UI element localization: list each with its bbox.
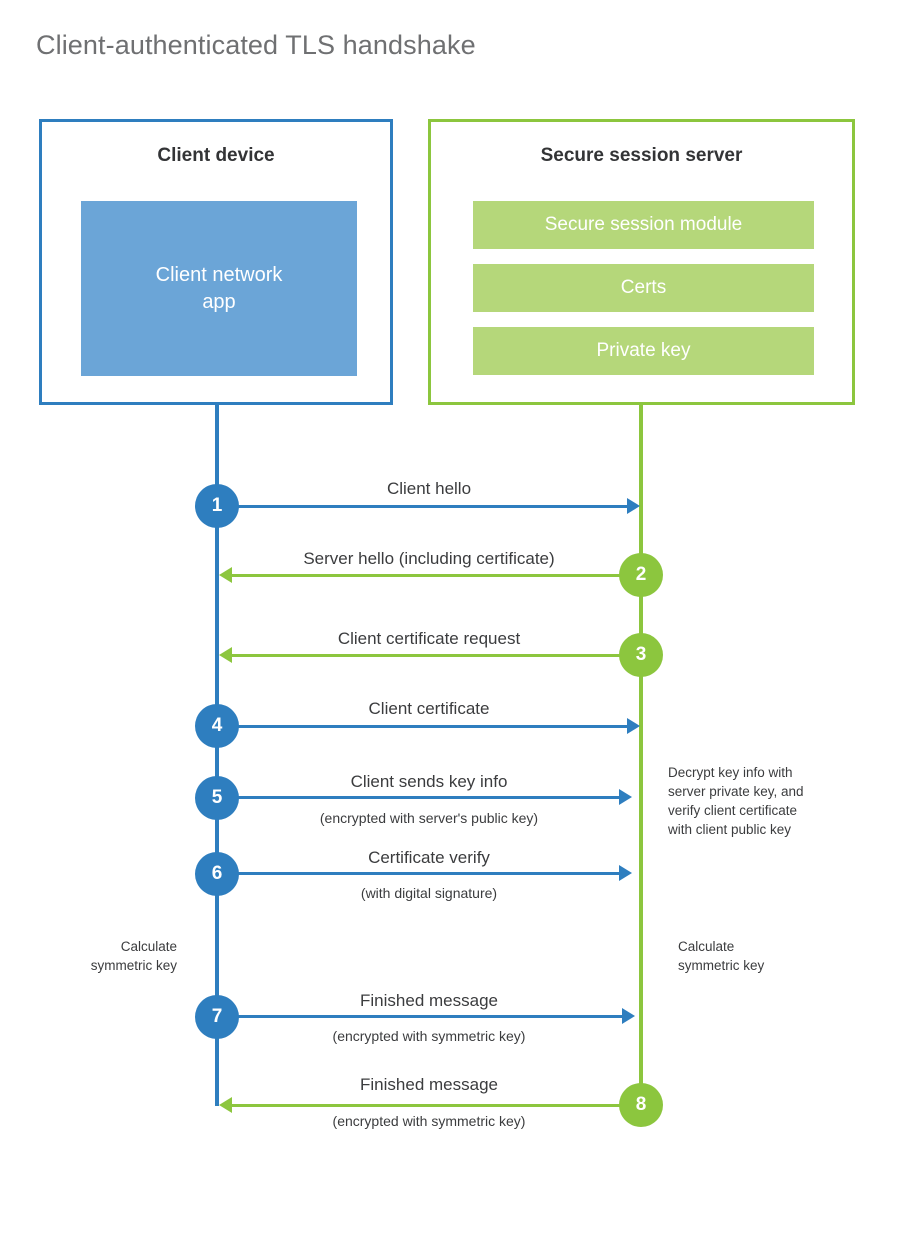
message-6-arrow-line [217,872,619,875]
client-lifeline [215,402,219,1106]
message-1-arrow-head [627,498,640,514]
server-lifeline [639,402,643,1106]
message-1-label: Client hello [386,479,472,498]
server-calculate-symmetric-key-note: Calculate symmetric key [678,939,765,974]
message-8-arrow-head [219,1097,232,1113]
step-badge-6: 6 [195,852,239,896]
message-3-label: Client certificate request [337,629,521,648]
message-2-arrow-line [232,574,641,577]
server-decrypt-note: Decrypt key info with server private key… [668,765,804,838]
message-5-arrow-line [217,796,619,799]
page-title: Client-authenticated TLS handshake [36,30,476,60]
message-4-label: Client certificate [368,699,490,718]
message-3-arrow-head [219,647,232,663]
message-6-sublabel: (with digital signature) [360,885,498,901]
message-2-label: Server hello (including certificate) [303,549,555,568]
message-1-arrow-line [217,505,627,508]
secure-session-server-title: Secure session server [540,145,743,166]
message-7-arrow-line [217,1015,622,1018]
message-6-arrow-head [619,865,632,881]
server-component-private-key: Private key [473,327,814,375]
step-badge-2: 2 [619,553,663,597]
message-8-arrow-line [232,1104,641,1107]
server-component-secure-session-module: Secure session module [473,201,814,249]
message-7-label: Finished message [360,991,498,1010]
message-3-arrow-line [232,654,641,657]
server-component-certs: Certs [473,264,814,312]
message-4-arrow-line [217,725,627,728]
step-badge-7: 7 [195,995,239,1039]
message-4-arrow-head [627,718,640,734]
message-7-arrow-head [622,1008,635,1024]
message-7-sublabel: (encrypted with symmetric key) [332,1028,526,1044]
message-5-arrow-head [619,789,632,805]
step-badge-5: 5 [195,776,239,820]
step-badge-4: 4 [195,704,239,748]
message-5-label: Client sends key info [350,772,508,791]
step-badge-3: 3 [619,633,663,677]
client-network-app-block: Client network app [81,201,357,376]
message-5-sublabel: (encrypted with server's public key) [319,810,539,826]
client-device-title: Client device [157,145,275,166]
step-badge-8: 8 [619,1083,663,1127]
client-calculate-symmetric-key-note: Calculate symmetric key [90,939,177,974]
message-6-label: Certificate verify [368,848,490,867]
step-badge-1: 1 [195,484,239,528]
message-2-arrow-head [219,567,232,583]
secure-session-server-box: Secure session server Secure session mod… [428,119,855,405]
client-device-box: Client device Client network app [39,119,393,405]
message-8-sublabel: (encrypted with symmetric key) [332,1113,526,1129]
message-8-label: Finished message [360,1075,498,1094]
